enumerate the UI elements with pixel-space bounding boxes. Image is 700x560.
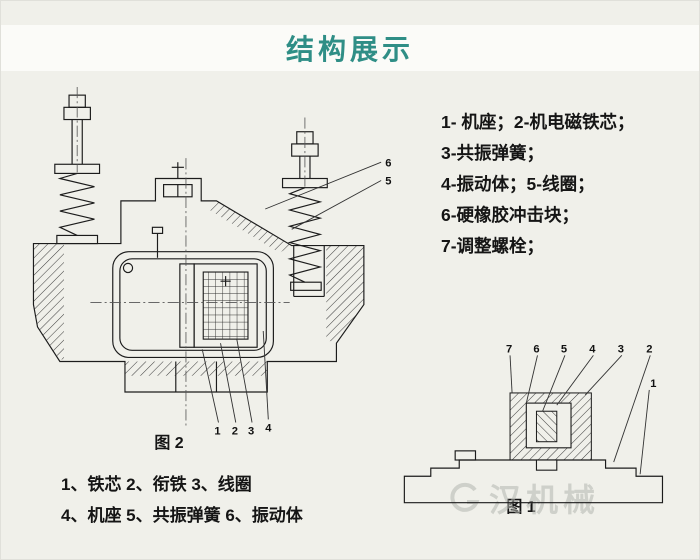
- right-bolt-and-spring: [281, 131, 328, 291]
- leader-lines: [509, 355, 651, 475]
- part-label: 6: [385, 157, 391, 169]
- legend-line: 7-调整螺栓；: [441, 236, 545, 256]
- part-label: 7: [506, 343, 512, 355]
- center-lines: [76, 87, 306, 428]
- part-label: 1: [650, 378, 656, 390]
- part-label: 2: [232, 426, 238, 438]
- part-label: 1: [214, 426, 220, 438]
- part-label: 5: [385, 176, 391, 188]
- notes-line-1: 1、铁芯 2、衔铁 3、线圈: [61, 475, 252, 494]
- legend-line: 1- 机座；2-机电磁铁芯；: [441, 112, 635, 132]
- parts-legend: 1- 机座；2-机电磁铁芯； 3-共振弹簧； 4-振动体；5-线圈； 6-硬橡胶…: [441, 107, 634, 262]
- figure-2-part-notes: 1、铁芯 2、衔铁 3、线圈 4、机座 5、共振弹簧 6、振动体: [61, 469, 303, 531]
- vibrator-block: [509, 392, 592, 471]
- figure-2-caption: 图 2: [154, 435, 184, 452]
- armature-and-coil: [112, 226, 274, 359]
- hatched-sections: [33, 200, 364, 376]
- notes-line-2: 4、机座 5、共振弹簧 6、振动体: [61, 506, 303, 525]
- legend-line: 3-共振弹簧；: [441, 143, 545, 163]
- part-label: 6: [533, 343, 539, 355]
- base-outline: [403, 450, 664, 504]
- legend-line: 4-振动体；5-线圈；: [441, 174, 595, 194]
- legend-line: 6-硬橡胶冲击块；: [441, 205, 580, 225]
- housing-outline: [32, 162, 365, 393]
- figure-1-drawing: 7 6 5 4 3 2 1: [403, 343, 664, 504]
- leader-lines: [201, 161, 382, 423]
- part-label: 3: [618, 343, 624, 355]
- part-label: 5: [561, 343, 567, 355]
- header-band: 结构展示: [1, 25, 699, 71]
- part-label: 4: [265, 423, 272, 435]
- watermark-logo-icon: [450, 482, 480, 512]
- part-label: 3: [248, 426, 254, 438]
- page-title: 结构展示: [285, 34, 414, 65]
- part-label: 4: [589, 343, 596, 355]
- figure-2-drawing: 6 5 1 2 3 4: [32, 87, 391, 438]
- watermark: 汉机械: [447, 475, 600, 521]
- watermark-text: 汉机械: [489, 482, 601, 518]
- part-label: 2: [646, 343, 652, 355]
